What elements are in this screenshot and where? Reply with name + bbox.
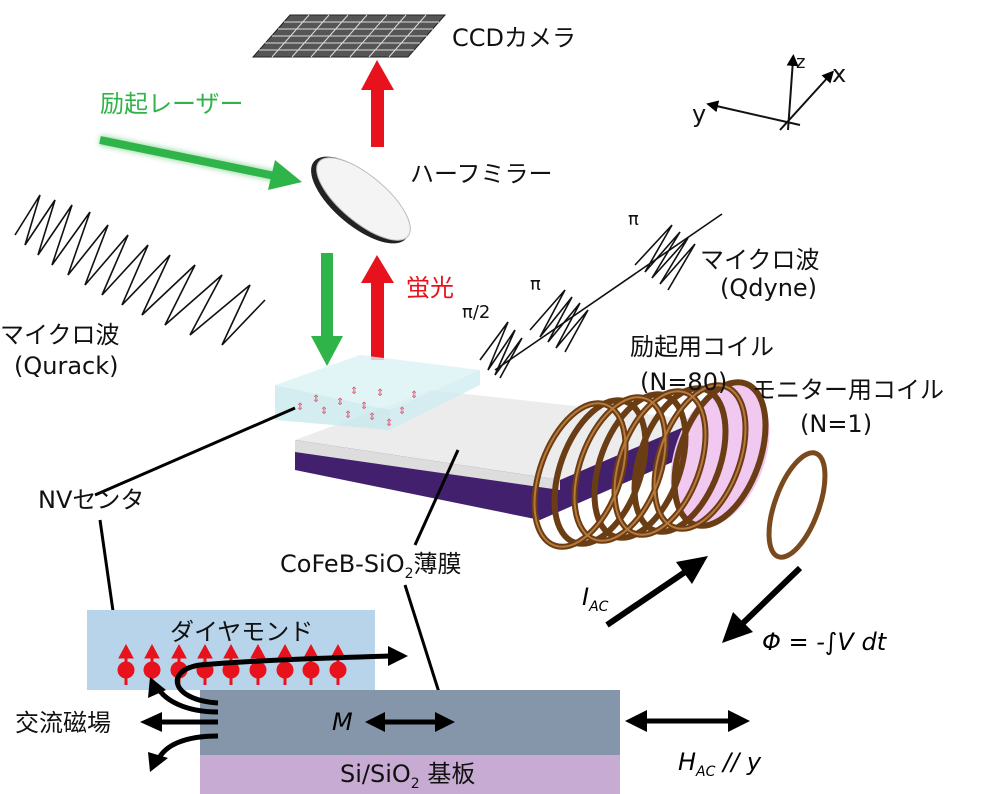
svg-text:⇕: ⇕ [344,410,352,421]
pulse-pi-1-label: π [530,274,541,295]
svg-text:⇕: ⇕ [368,412,376,423]
laser-arrow-down [311,253,343,366]
excitation-coil-turns-label: (N=80) [640,368,727,396]
current-label: IAC [582,583,609,615]
monitor-coil-turns-label: (N=1) [800,410,872,438]
substrate-label: Si/SiO2 基板 [340,760,475,792]
nv-center-label: NVセンタ [38,486,144,514]
diamond-block-3d: ⇕⇕⇕ ⇕⇕⇕ ⇕⇕⇕ ⇕⇕⇕ [275,355,480,430]
qdyne-label: (Qdyne) [720,274,817,302]
hac-label: HAC // y [678,748,762,780]
magnetization-arrow [365,712,455,732]
axes-icon [706,54,835,131]
svg-text:⇕: ⇕ [376,388,384,399]
excitation-coil-label: 励起用コイル [630,333,774,361]
current-arrow [605,556,708,628]
magnetization-label: M [332,708,353,736]
pulse-half-pi-label: π/2 [462,302,490,323]
axis-z-label: z [796,52,805,73]
flux-label: Φ = -∫V dt [762,628,888,656]
svg-text:⇕: ⇕ [398,406,406,417]
substrate-layer [200,755,620,794]
svg-text:⇕: ⇕ [320,406,328,417]
hac-arrow [625,710,750,732]
svg-text:⇕: ⇕ [360,401,368,412]
monitor-coil-icon [766,450,828,560]
film-label: CoFeB-SiO2薄膜 [280,550,462,582]
microwave-qurack-label: マイクロ波 [0,321,120,349]
fluorescence-arrow-bottom [361,255,394,360]
qdyne-pulse-sequence [479,213,723,379]
ccd-camera-icon [251,14,447,58]
half-mirror-icon [311,156,411,244]
svg-text:⇕: ⇕ [336,397,344,408]
monitor-coil-label: モニター用コイル [752,376,944,404]
fluorescence-label: 蛍光 [406,274,454,302]
svg-text:⇕: ⇕ [385,418,393,429]
svg-text:⇕: ⇕ [410,390,418,401]
diamond-label: ダイヤモンド [170,618,313,646]
microwave-qurack-wave [14,194,266,346]
svg-text:⇕: ⇕ [312,394,320,405]
nv-spins [117,643,347,685]
fluorescence-arrow-top [361,60,394,147]
svg-text:⇕: ⇕ [350,386,358,397]
ccd-camera-label: CCDカメラ [452,24,576,52]
axis-x-label: x [832,60,846,88]
laser-arrow-in [98,135,302,190]
axis-y-label: y [692,100,706,128]
qurack-label: (Qurack) [14,352,119,380]
flux-arrow [722,565,803,643]
stray-field-lines [140,646,408,772]
excitation-coil-icon [531,379,770,550]
svg-text:⇕: ⇕ [296,402,304,413]
excitation-laser-label: 励起レーザー [100,90,244,118]
half-mirror-label: ハーフミラー [410,160,553,188]
ac-field-label: 交流磁場 [15,709,111,737]
pulse-pi-2-label: π [628,209,639,230]
microwave-qdyne-label: マイクロ波 [700,246,820,274]
